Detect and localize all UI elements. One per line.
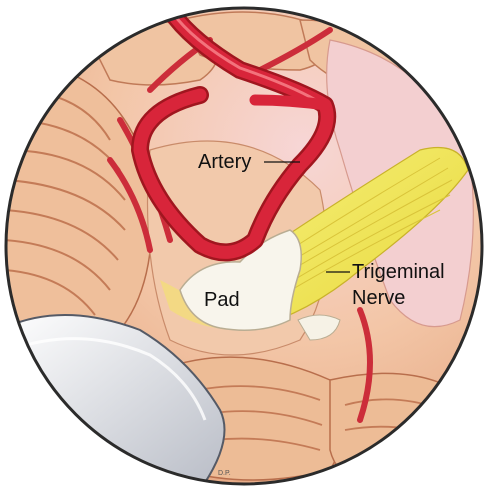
nerve-label: Nerve: [352, 287, 406, 309]
teflon-pad: [179, 229, 302, 331]
superior-cerebellar-artery: [131, 8, 337, 262]
artery-label: Artery: [198, 151, 252, 173]
artist-signature: D.P.: [218, 470, 231, 477]
view-frame: [4, 6, 484, 486]
pad-edge: [297, 314, 341, 341]
pad-label: Pad: [204, 289, 240, 311]
trigeminal-label: Trigeminal: [352, 261, 445, 283]
